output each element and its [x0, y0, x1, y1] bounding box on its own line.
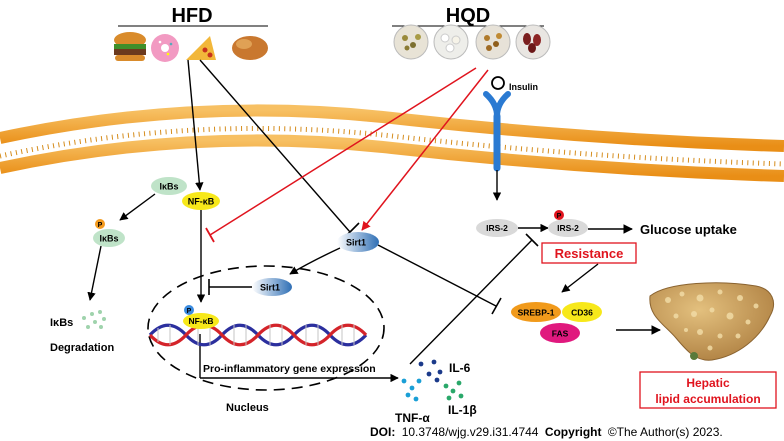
cytokines-inhibit-irs2-line: [409, 239, 533, 365]
copyright-value: ©The Author(s) 2023.: [608, 425, 723, 439]
sirt1-translocation-arrow: [289, 247, 341, 275]
phospho-ikbs-node-label: IκBs: [99, 234, 118, 244]
fas-node-label: FAS: [552, 329, 569, 339]
resistance-label: Resistance: [555, 246, 624, 261]
nfkb-nucleus-label: NF-κB: [188, 316, 213, 326]
cytokine-particles: [401, 359, 464, 402]
insulin-receptor: [483, 91, 511, 172]
herb-plate-icon: [433, 24, 469, 60]
roast-chicken-icon: [232, 36, 268, 60]
burger-icon: [114, 32, 146, 61]
cd36-node-label: CD36: [571, 308, 593, 318]
glucose-uptake-label: Glucose uptake: [640, 222, 737, 237]
il1b-label: IL-1β: [448, 403, 477, 417]
donut-icon: [151, 34, 179, 62]
nucleus-label: Nucleus: [226, 402, 269, 414]
nfkb-nucleus-node: [183, 313, 219, 329]
resistance-to-srebp1-arrow: [561, 263, 599, 293]
tnfa-label: TNF-α: [395, 411, 430, 425]
sirt1-inhibits-srebp1-bar: [491, 297, 502, 315]
nfkb-phospho-badge-label: P: [187, 308, 192, 315]
ikbs-phosphorylation-arrow: [119, 193, 156, 221]
insulin-label: Insulin: [509, 82, 538, 92]
irs2-phospho-badge-label: P: [557, 213, 562, 220]
hfd-inhibits-sirt1-line: [199, 59, 351, 233]
gene-expression-label: Pro-inflammatory gene expression: [203, 363, 376, 375]
degradation-label: Degradation: [50, 342, 114, 354]
il6-label: IL-6: [449, 361, 471, 375]
ikbs-node-label: IκBs: [159, 182, 178, 192]
cytokines-inhibit-irs2-bar: [525, 233, 539, 247]
insulin-molecule: [491, 76, 505, 90]
lipid-accumulation-label: lipid accumulation: [655, 392, 760, 406]
hfd-heading: HFD: [171, 5, 212, 27]
phospho-ikbs-badge: [95, 219, 105, 229]
hqd-inhibits-nfkb-bar: [205, 227, 215, 243]
degraded-fragments: [82, 310, 106, 329]
free-ikbs-label: IκBs: [50, 317, 73, 329]
hqd-to-sirt1-arrow: [361, 69, 489, 231]
herb-plate-icon: [393, 24, 429, 60]
phospho-ikbs-node: [93, 229, 125, 247]
copyright-label: Copyright: [545, 425, 602, 439]
nfkb-phospho-badge: [184, 305, 194, 315]
irs2-node: [476, 219, 518, 237]
cell-membrane: [0, 104, 784, 182]
hqd-inhibits-nfkb-line: [209, 67, 477, 236]
sirt1-cytoplasm-label: Sirt1: [346, 238, 366, 248]
srebp1-node-label: SREBP-1: [518, 308, 555, 318]
doi-value: 10.3748/wjg.v29.i31.4744: [402, 425, 539, 439]
nucleus-boundary: [147, 265, 385, 391]
herb-plate-icon: [515, 24, 551, 60]
doi-label: DOI:: [370, 425, 395, 439]
srebp1-node: [511, 302, 561, 322]
fatty-liver-icon: [649, 282, 774, 361]
irs2-node-label: IRS-2: [486, 223, 508, 233]
hqd-heading: HQD: [446, 5, 490, 27]
hepatic-label: Hepatic: [686, 376, 730, 390]
fas-node: [540, 323, 580, 343]
sirt1-nucleus-label: Sirt1: [260, 283, 280, 293]
irs2-phospho-badge: [554, 210, 564, 220]
phospho-irs2-node: [548, 219, 588, 237]
sirt1-cytoplasm-node: [337, 232, 379, 252]
sirt1-nucleus-node: [252, 278, 292, 296]
hepatic-lipid-box: [639, 371, 777, 409]
sirt1-inhibits-srebp1-line: [377, 244, 497, 307]
nfkb-node: [182, 192, 220, 210]
phospho-irs2-node-label: IRS-2: [557, 223, 579, 233]
herb-plate-icon: [475, 24, 511, 60]
hfd-to-nfkb-arrow: [187, 59, 204, 191]
dna-helix: [148, 323, 368, 347]
cd36-node: [562, 302, 602, 322]
ikbs-degradation-arrow: [87, 245, 102, 301]
nfkb-node-label: NF-κB: [188, 197, 215, 207]
pizza-icon: [186, 36, 216, 60]
phospho-ikbs-badge-label: P: [98, 222, 103, 229]
ikbs-node: [151, 177, 187, 195]
resistance-box: [541, 242, 637, 264]
footer-text: DOI: 10.3748/wjg.v29.i31.4744 Copyright …: [370, 425, 723, 439]
